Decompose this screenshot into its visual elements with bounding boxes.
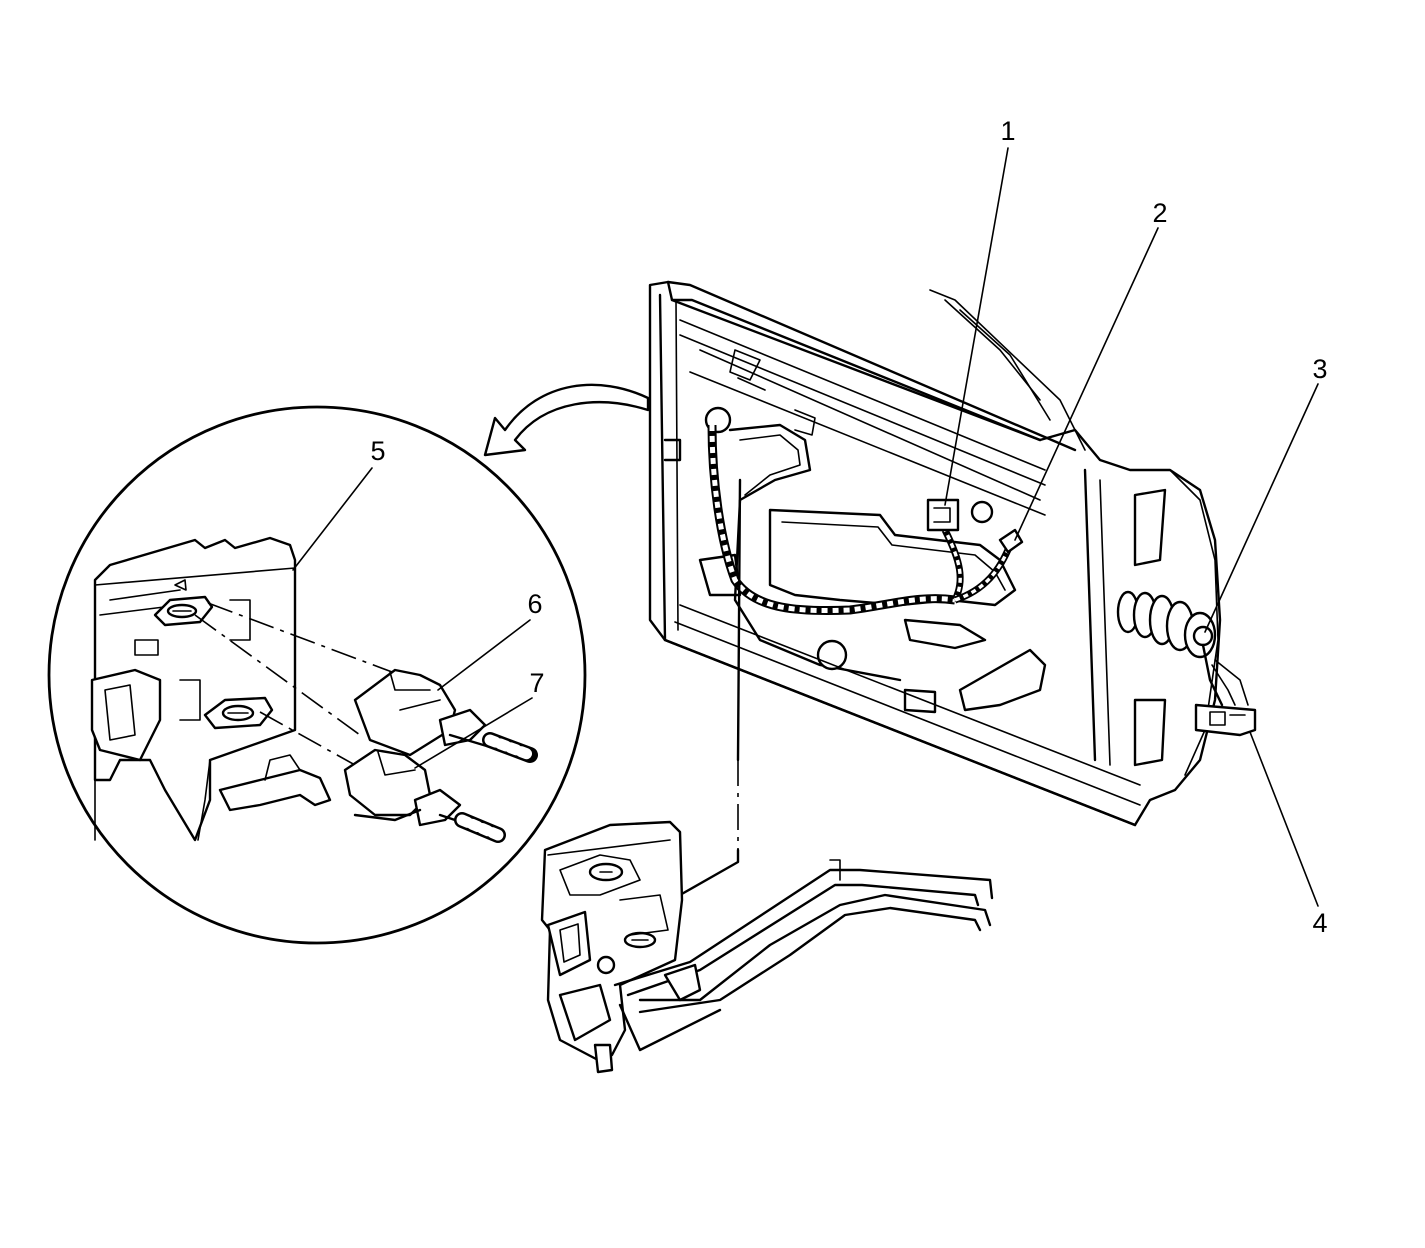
door-harness-grommet [1116,590,1257,737]
callout-1: 1 [1000,116,1015,146]
connector-6 [353,668,538,763]
callout-4: 4 [1312,908,1327,938]
callout-3: 3 [1312,354,1327,384]
detail-view [47,405,587,945]
connector-7 [343,748,506,843]
callout-labels: 1 2 3 4 5 6 7 [370,116,1327,938]
callout-5: 5 [370,436,385,466]
callout-6: 6 [527,589,542,619]
leader-lines [292,147,1319,907]
connector-1 [926,498,960,532]
wiring-harness [678,424,1024,897]
callout-2: 2 [1152,198,1167,228]
callout-7: 7 [529,668,544,698]
detail-arrow [483,383,650,457]
door-inner-panel [648,280,1222,827]
door-lock-actuator [540,820,994,1074]
